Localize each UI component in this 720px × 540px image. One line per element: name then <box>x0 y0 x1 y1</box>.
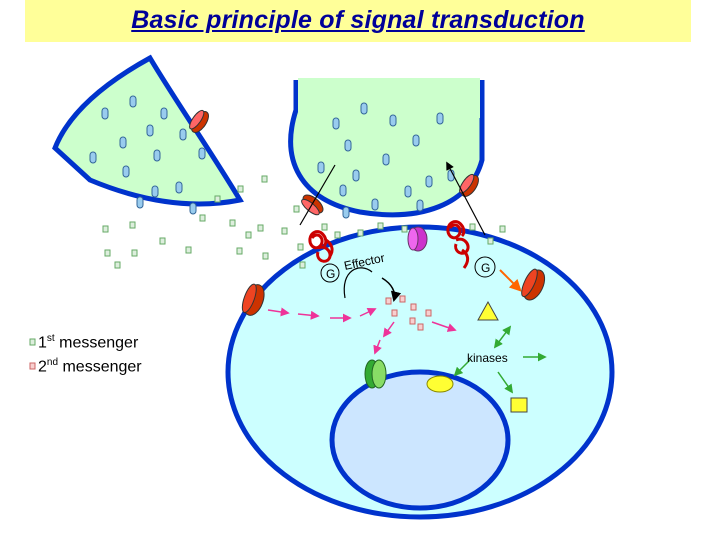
g-protein-left <box>308 230 334 263</box>
legend-icon-second-messenger <box>29 362 36 370</box>
slide-title: Basic principle of signal transduction <box>131 6 585 34</box>
label-kinases: kinases <box>467 351 508 365</box>
binding-arrow-top-right <box>446 161 486 236</box>
receptor-target-right <box>521 268 546 301</box>
second-messengers <box>385 295 432 331</box>
label-g-left-ring <box>320 263 340 283</box>
nuclear-channel <box>364 359 387 389</box>
legend-first-suffix: st <box>46 333 55 344</box>
vesicles-top <box>317 102 455 219</box>
transcription-factor <box>426 375 454 393</box>
receptor-target-left <box>241 283 265 316</box>
vesicles-left <box>89 95 206 215</box>
legend-first-text: messenger <box>54 334 139 352</box>
legend-second-ordinal: 2 <box>38 358 47 376</box>
label-g-right-ring <box>474 256 496 278</box>
g-protein-right <box>446 220 470 269</box>
title-bar: Basic principle of signal transduction <box>25 0 691 42</box>
label-g-right: G <box>481 261 490 275</box>
kinase-target-triangle <box>477 300 499 321</box>
kinase-arrows <box>453 325 547 394</box>
second-messenger-arrows <box>267 307 457 355</box>
presynaptic-cell-top-fill <box>298 78 480 118</box>
legend-second-suffix: nd <box>46 357 59 368</box>
legend-first-ordinal: 1 <box>38 334 47 352</box>
effector-protein <box>407 226 428 252</box>
first-messengers <box>102 175 506 269</box>
arrow-right-receptor <box>499 269 522 292</box>
label-g-left: G <box>326 267 335 281</box>
effector-arrow <box>343 267 373 299</box>
legend-second-messenger: 2nd messenger <box>38 357 142 376</box>
legend-icon-first-messenger <box>29 338 36 346</box>
kinase-target-square <box>510 397 528 413</box>
binding-arrow-top-left <box>299 164 336 226</box>
receptor-presynaptic-top-right <box>459 173 479 197</box>
legend-first-messenger: 1st messenger <box>38 333 138 352</box>
legend-second-text: messenger <box>58 358 142 376</box>
nucleus <box>329 369 511 511</box>
effector-arrow-head <box>381 277 402 303</box>
receptor-presynaptic-left <box>189 109 209 133</box>
